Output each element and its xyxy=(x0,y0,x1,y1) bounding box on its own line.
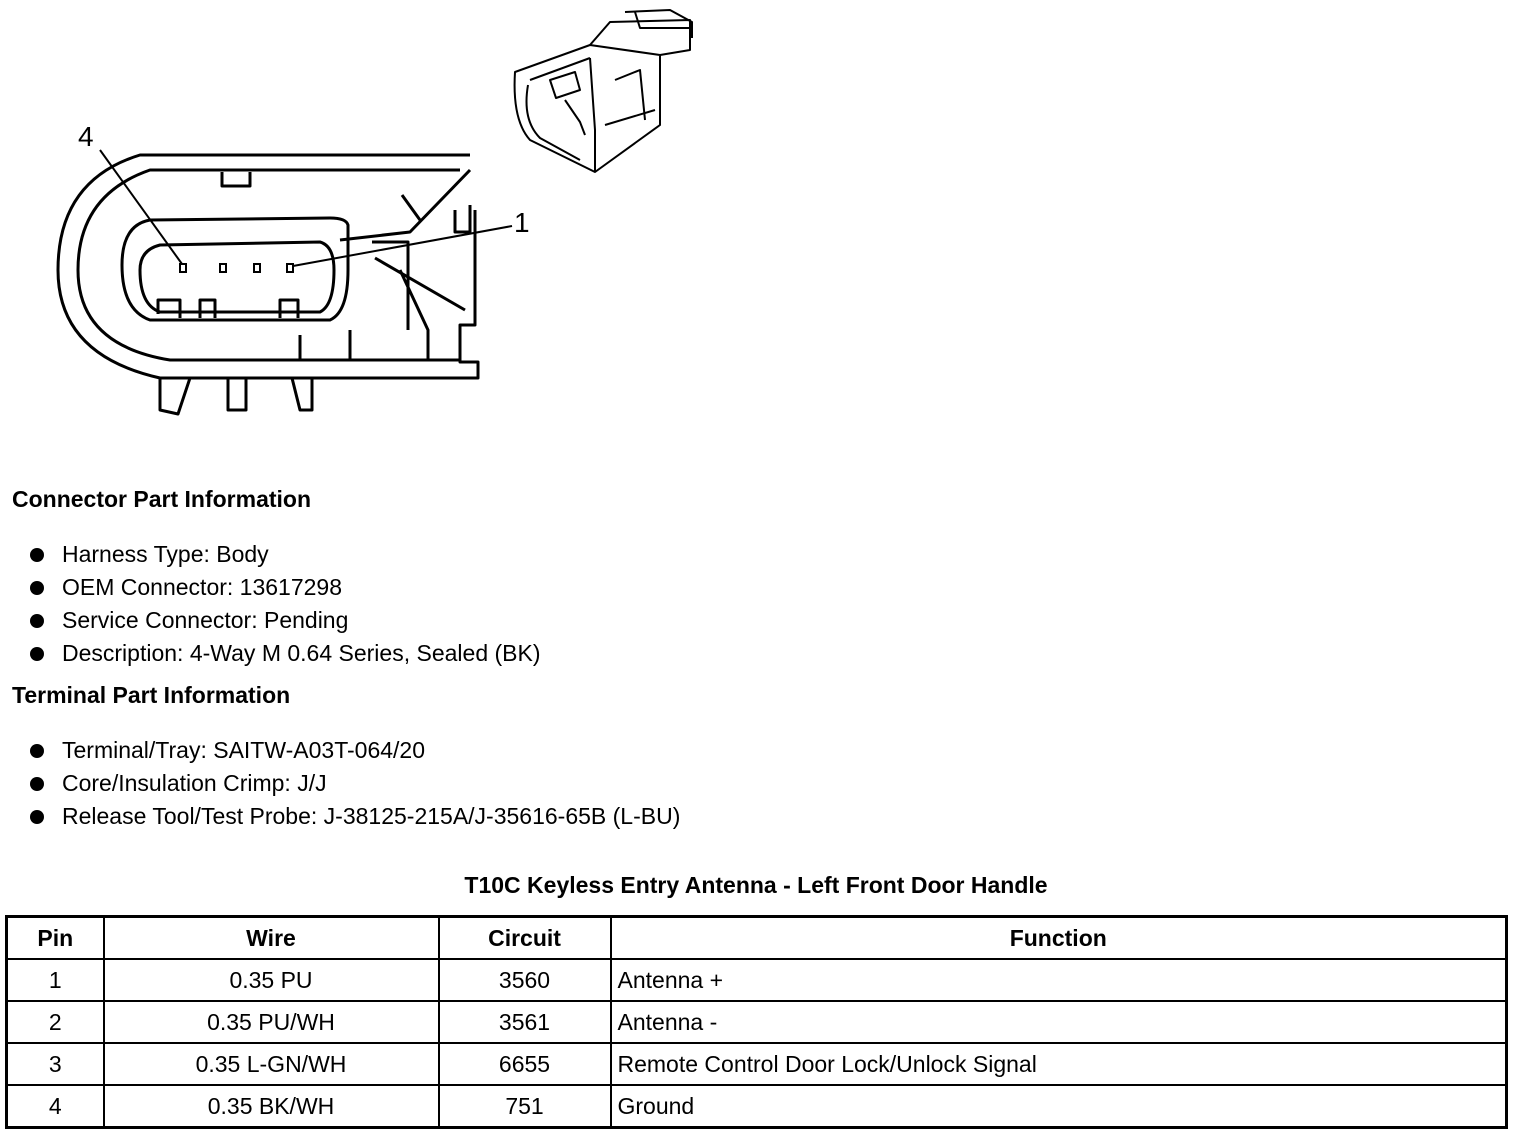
table-row: 2 0.35 PU/WH 3561 Antenna - xyxy=(5,1000,1508,1044)
connector-info-heading: Connector Part Information xyxy=(12,486,312,512)
function-cell: Ground xyxy=(609,1084,1508,1129)
pin-4-callout: 4 xyxy=(78,121,94,152)
connector-isometric-view xyxy=(513,9,693,173)
connector-info-list: Harness Type: Body OEM Connector: 136172… xyxy=(28,538,541,670)
circuit-cell: 3561 xyxy=(437,1000,612,1044)
terminal-info-list: Terminal/Tray: SAITW-A03T-064/20 Core/In… xyxy=(28,734,680,833)
bullet-icon xyxy=(30,581,44,595)
wire-cell: 0.35 BK/WH xyxy=(102,1084,440,1129)
bullet-icon xyxy=(30,548,44,562)
list-item: Harness Type: Body xyxy=(28,538,541,571)
pin-cavity-inner xyxy=(138,240,336,314)
column-header-pin: Pin xyxy=(5,915,105,960)
circuit-cell: 6655 xyxy=(437,1042,612,1086)
bullet-icon xyxy=(30,647,44,661)
list-item: OEM Connector: 13617298 xyxy=(28,571,541,604)
pin-2-cavity xyxy=(253,263,261,273)
list-item: Terminal/Tray: SAITW-A03T-064/20 xyxy=(28,734,680,767)
terminal-info-heading: Terminal Part Information xyxy=(12,682,291,708)
connector-housing-inner xyxy=(76,168,460,362)
table-row: 4 0.35 BK/WH 751 Ground xyxy=(5,1084,1508,1129)
pin-cell: 2 xyxy=(5,1000,105,1044)
circuit-cell: 3560 xyxy=(437,958,612,1002)
wire-cell: 0.35 PU xyxy=(102,958,440,1002)
bullet-icon xyxy=(30,614,44,628)
connector-housing-outline xyxy=(56,153,480,380)
bullet-icon xyxy=(30,777,44,791)
circuit-cell: 751 xyxy=(437,1084,612,1129)
pin-1-leader xyxy=(292,225,513,267)
connector-diagram: 4 1 xyxy=(56,9,693,416)
wire-cell: 0.35 L-GN/WH xyxy=(102,1042,440,1086)
pin-1-cavity xyxy=(286,263,294,273)
table-row: 1 0.35 PU 3560 Antenna + xyxy=(5,958,1508,1002)
list-item: Service Connector: Pending xyxy=(28,604,541,637)
function-cell: Remote Control Door Lock/Unlock Signal xyxy=(609,1042,1508,1086)
function-cell: Antenna + xyxy=(609,958,1508,1002)
column-header-circuit: Circuit xyxy=(437,915,612,960)
bullet-icon xyxy=(30,744,44,758)
pin-table: Pin Wire Circuit Function 1 0.35 PU 3560… xyxy=(5,915,1508,1129)
pin-3-cavity xyxy=(219,263,227,273)
pin-table-title: T10C Keyless Entry Antenna - Left Front … xyxy=(464,872,1048,898)
pin-cell: 3 xyxy=(5,1042,105,1086)
wire-cell: 0.35 PU/WH xyxy=(102,1000,440,1044)
table-header-row: Pin Wire Circuit Function xyxy=(5,915,1508,960)
bullet-icon xyxy=(30,810,44,824)
pin-cell: 4 xyxy=(5,1084,105,1129)
pin-4-cavity xyxy=(179,263,187,273)
pin-1-callout: 1 xyxy=(514,207,530,238)
column-header-wire: Wire xyxy=(102,915,440,960)
column-header-function: Function xyxy=(609,915,1508,960)
pin-4-leader xyxy=(99,149,183,265)
table-row: 3 0.35 L-GN/WH 6655 Remote Control Door … xyxy=(5,1042,1508,1086)
list-item: Description: 4-Way M 0.64 Series, Sealed… xyxy=(28,637,541,670)
list-item: Core/Insulation Crimp: J/J xyxy=(28,767,680,800)
pin-cell: 1 xyxy=(5,958,105,1002)
pin-cavity-outline xyxy=(120,216,350,322)
list-item: Release Tool/Test Probe: J-38125-215A/J-… xyxy=(28,800,680,833)
function-cell: Antenna - xyxy=(609,1000,1508,1044)
